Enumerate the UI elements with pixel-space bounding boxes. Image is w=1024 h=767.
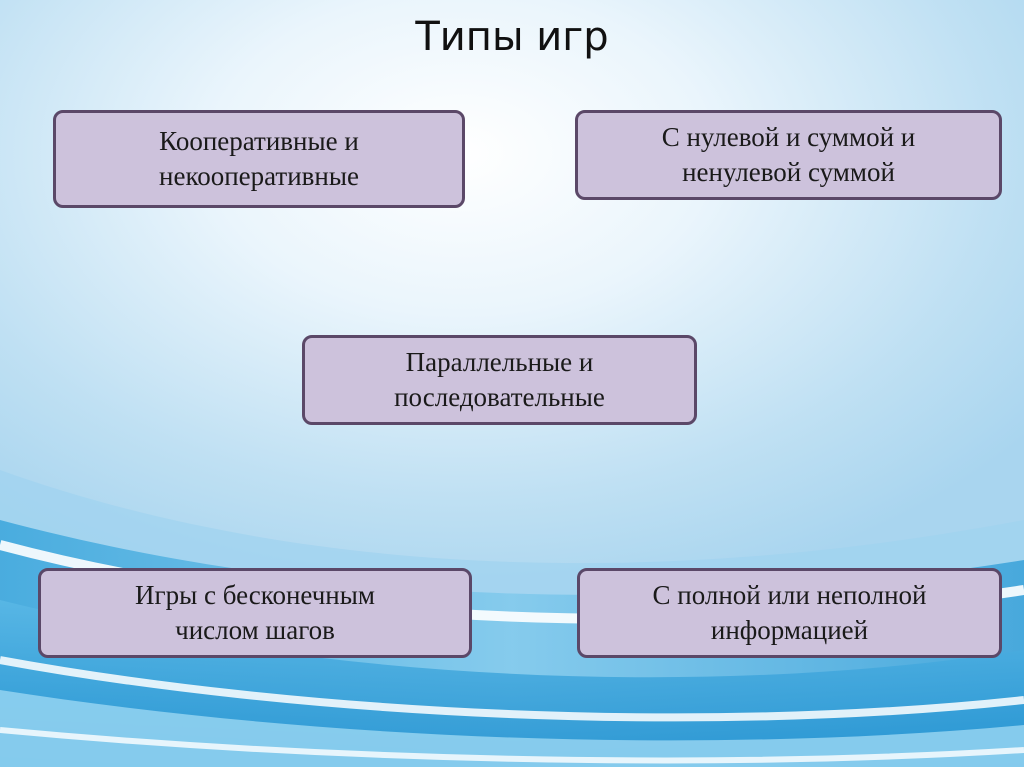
box-text-line: С полной или неполной bbox=[652, 580, 927, 610]
box-text-line: ненулевой суммой bbox=[682, 157, 895, 187]
box-text-line: Кооперативные и bbox=[159, 126, 359, 156]
slide-title: Типы игр bbox=[415, 14, 609, 60]
box-text-line: последовательные bbox=[394, 382, 605, 412]
box-text-line: числом шагов bbox=[175, 615, 335, 645]
game-type-box-parallel: Параллельные и последовательные bbox=[302, 335, 697, 425]
game-type-box-information: С полной или неполной информацией bbox=[577, 568, 1002, 658]
box-text-line: некооперативные bbox=[159, 161, 359, 191]
box-text-line: информацией bbox=[710, 615, 869, 645]
box-text-line: Параллельные и bbox=[405, 347, 594, 377]
game-type-box-cooperative: Кооперативные и некооперативные bbox=[53, 110, 465, 208]
box-text-line: С нулевой и суммой и bbox=[661, 122, 916, 152]
game-type-box-zero-sum: С нулевой и суммой и ненулевой суммой bbox=[575, 110, 1002, 200]
box-text-line: Игры с бесконечным bbox=[135, 580, 375, 610]
game-type-box-infinite: Игры с бесконечным числом шагов bbox=[38, 568, 472, 658]
